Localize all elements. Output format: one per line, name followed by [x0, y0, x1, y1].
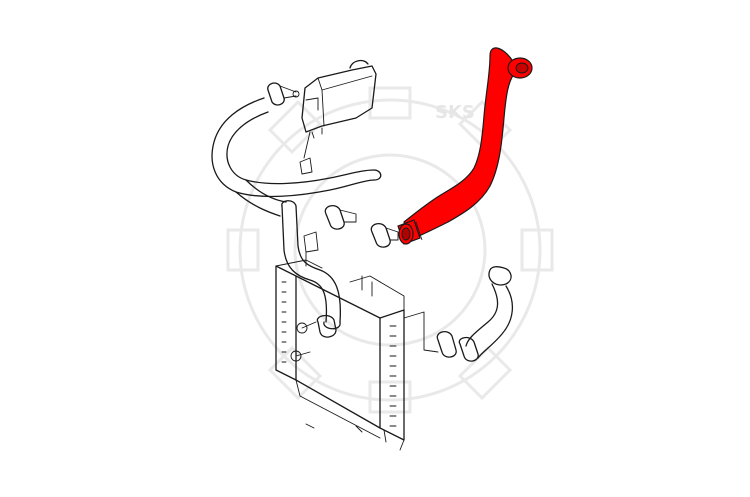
expansion-tank [299, 59, 377, 175]
small-coolant-pipe [281, 200, 342, 338]
watermark-text: SKS [435, 102, 475, 123]
lower-radiator-hose [403, 266, 513, 362]
gear-watermark-icon: SKS [226, 86, 554, 414]
hose-clamp-upper-left [267, 82, 300, 106]
upper-radiator-hose[interactable] [397, 47, 533, 245]
radiator [275, 231, 405, 451]
overflow-hose [211, 97, 382, 217]
hose-clamp-middle [324, 204, 399, 248]
